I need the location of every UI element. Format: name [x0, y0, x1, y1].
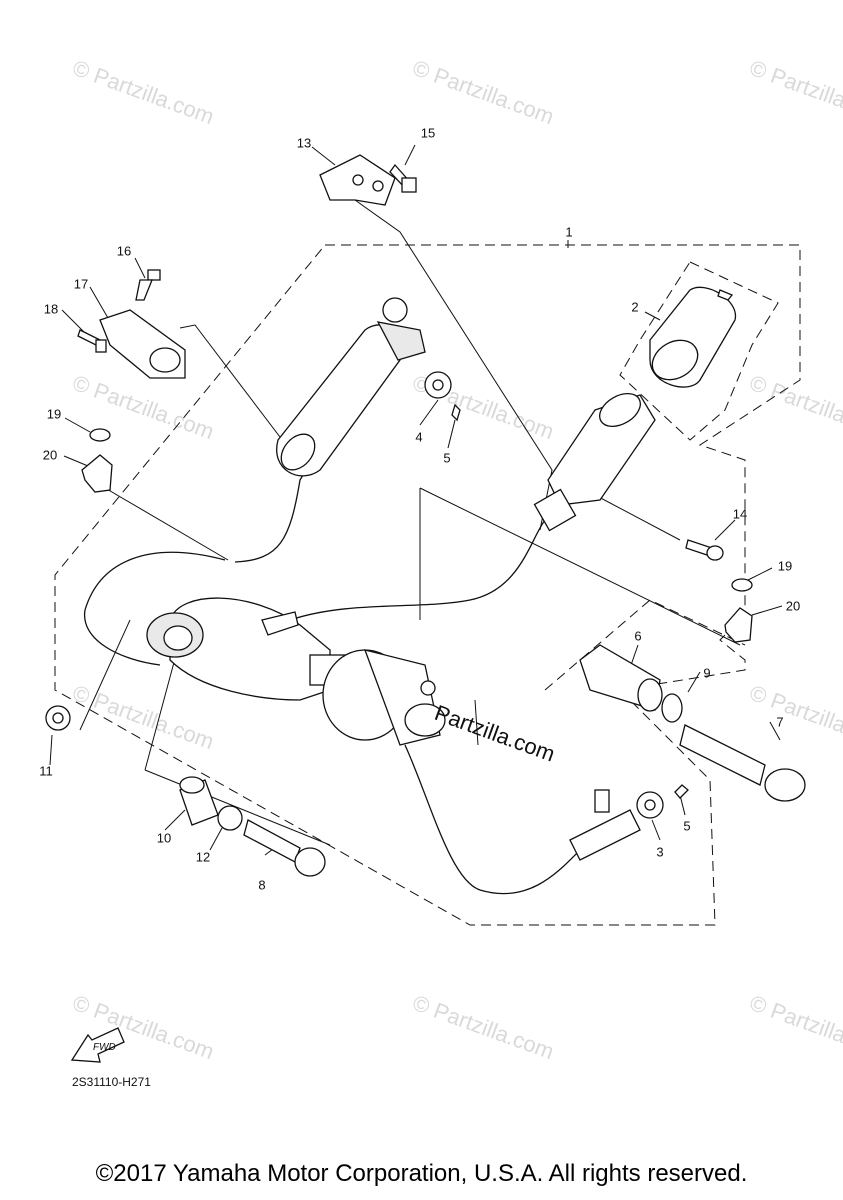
- callout-1: 1: [565, 224, 573, 240]
- copyright-notice: ©2017 Yamaha Motor Corporation, U.S.A. A…: [95, 1160, 748, 1187]
- callout-5: 5: [443, 450, 451, 466]
- washer-19: [89, 428, 111, 442]
- callout-4: 4: [415, 429, 423, 445]
- subassembly-outline: [619, 261, 779, 441]
- assembly-outline: [54, 244, 801, 926]
- callout-6: 6: [634, 628, 642, 644]
- callout-18: 18: [43, 301, 59, 317]
- callout-2: 2: [631, 299, 639, 315]
- bolt-16: [135, 269, 161, 301]
- bracket-17: [99, 309, 186, 379]
- washer-19: [731, 578, 753, 592]
- callout-5: 5: [683, 818, 691, 834]
- fwd-arrow-icon: FWD: [70, 1027, 125, 1063]
- spacer-12: [217, 805, 243, 831]
- bolt-8: [243, 819, 326, 877]
- callout-20: 20: [785, 598, 801, 614]
- screw-5: [451, 403, 461, 422]
- callout-13: 13: [296, 135, 312, 151]
- screw-5: [674, 784, 689, 799]
- callout-8: 8: [258, 877, 266, 893]
- hose: [84, 551, 226, 666]
- diagram-code: 2S31110-H271: [72, 1075, 151, 1089]
- bolt-kit-outline: [544, 599, 746, 691]
- callout-15: 15: [420, 125, 436, 141]
- bolt-7: [679, 724, 806, 802]
- collar-10: [179, 776, 219, 826]
- rear-shock-absorber: [146, 597, 446, 746]
- washer-9: [661, 693, 683, 723]
- preload-adjuster: [533, 286, 736, 532]
- nut-11: [45, 705, 71, 731]
- callout-9: 9: [703, 665, 711, 681]
- fwd-label: FWD: [93, 1042, 116, 1053]
- bracket-13: [319, 154, 396, 206]
- hose: [289, 519, 546, 621]
- bolt-15: [389, 163, 417, 193]
- callout-12: 12: [195, 849, 211, 865]
- bolt-14: [685, 539, 724, 561]
- callout-14: 14: [732, 506, 748, 522]
- clamp-20: [81, 454, 113, 493]
- callout-19: 19: [46, 406, 62, 422]
- callout-3: 3: [656, 844, 664, 860]
- callout-16: 16: [116, 243, 132, 259]
- clamp-20: [724, 607, 753, 643]
- adjuster-knob-3: [569, 789, 664, 861]
- callout-19: 19: [777, 558, 793, 574]
- callout-10: 10: [156, 830, 172, 846]
- reservoir: [276, 297, 426, 477]
- hose: [404, 744, 581, 895]
- callout-17: 17: [73, 276, 89, 292]
- bolt-18: [77, 329, 107, 353]
- collar-6: [579, 644, 663, 712]
- callout-20: 20: [42, 447, 58, 463]
- callout-11: 11: [39, 763, 53, 779]
- callout-7: 7: [776, 714, 784, 730]
- adjuster-knob-4: [424, 371, 452, 399]
- hose: [234, 339, 386, 563]
